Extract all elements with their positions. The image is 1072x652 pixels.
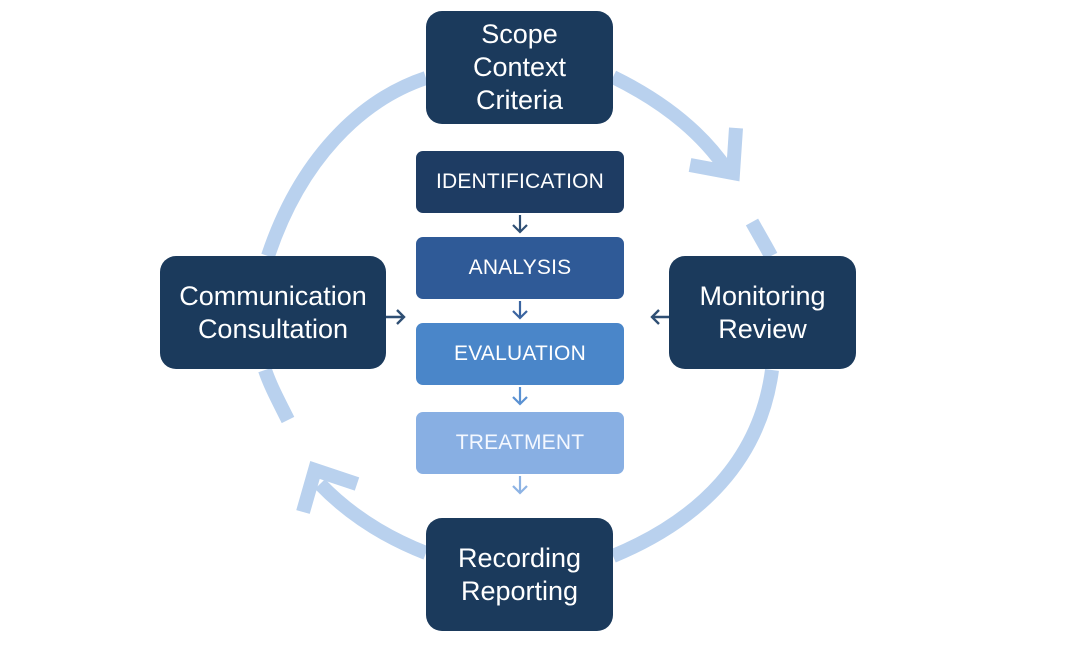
down-arrow-icon xyxy=(512,476,528,495)
node-label-line: Recording xyxy=(457,542,582,573)
node-monitoring-review: Monitoring Review xyxy=(669,256,856,369)
node-label-line: Review xyxy=(718,313,807,344)
cycle-arc-monitoring-upper xyxy=(745,218,778,260)
cycle-arc-recording-to-communication xyxy=(314,479,429,560)
node-label-line: Monitoring xyxy=(699,280,826,311)
cycle-arrowhead-right xyxy=(688,127,743,182)
node-communication-consultation: Communication Consultation xyxy=(160,256,386,369)
cycle-arc-communication-lower xyxy=(258,367,295,424)
down-arrow-icon xyxy=(512,387,528,406)
node-label-line: Reporting xyxy=(460,575,579,606)
down-arrow-icon xyxy=(512,215,528,234)
node-label-line: Context xyxy=(472,52,567,82)
right-arrow-icon xyxy=(386,309,406,325)
node-label-line: Communication xyxy=(179,280,367,311)
process-step-analysis: ANALYSIS xyxy=(416,237,624,299)
node-label-line: Criteria xyxy=(475,85,563,115)
left-arrow-icon xyxy=(650,309,670,325)
node-label-line: Scope xyxy=(481,19,558,49)
cycle-arrowhead-left xyxy=(296,461,360,514)
process-step-identification: IDENTIFICATION xyxy=(416,151,624,213)
node-label-line: Consultation xyxy=(197,313,349,344)
cycle-arc-communication-to-scope xyxy=(261,71,429,259)
node-scope-context-criteria: Scope Context Criteria xyxy=(426,11,613,124)
node-recording-reporting: Recording Reporting xyxy=(426,518,613,631)
cycle-arc-scope-to-monitoring xyxy=(609,70,733,174)
process-step-treatment: TREATMENT xyxy=(416,412,624,474)
process-step-evaluation: EVALUATION xyxy=(416,323,624,385)
down-arrow-icon xyxy=(512,301,528,320)
cycle-arc-monitoring-to-recording xyxy=(610,369,779,563)
